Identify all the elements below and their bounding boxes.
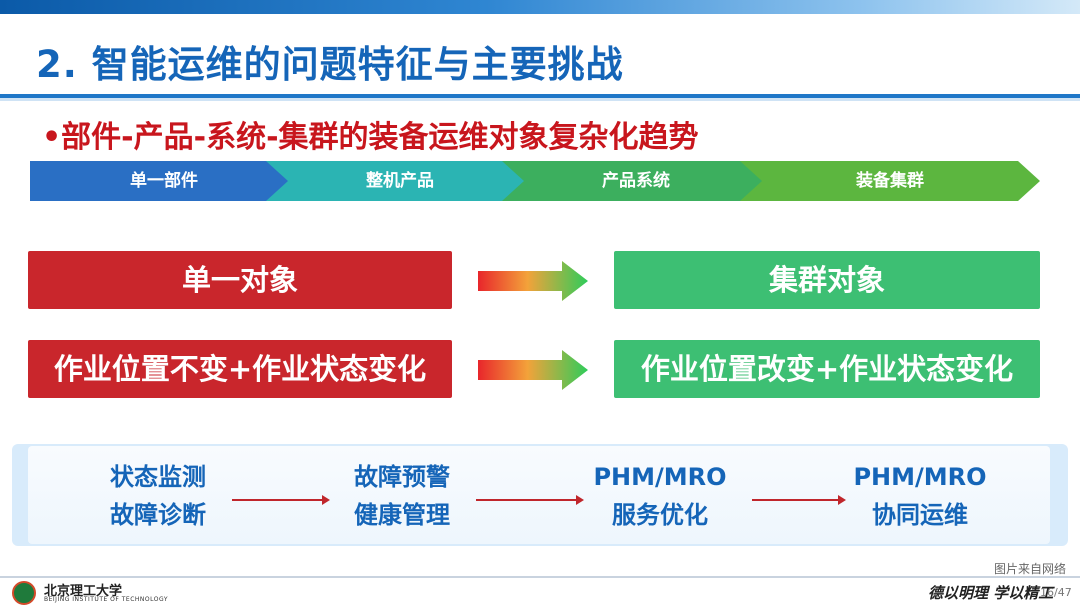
stage-3-line2: 服务优化: [612, 501, 708, 529]
slide-subtitle: •部件-产品-系统-集群的装备运维对象复杂化趋势: [42, 120, 699, 155]
changing-location-box: 作业位置改变+作业状态变化: [614, 340, 1040, 398]
process-step-3-label: 产品系统: [602, 171, 670, 191]
stage-4: PHM/MRO 协同运维: [840, 458, 1000, 534]
stage-4-line2: 协同运维: [872, 501, 968, 529]
stage-arrow-icon: [476, 495, 584, 505]
process-step-3: 产品系统: [502, 161, 770, 201]
title-divider: [0, 94, 1080, 98]
cluster-object-box: 集群对象: [614, 251, 1040, 309]
slide-title: 2. 智能运维的问题特征与主要挑战: [36, 43, 624, 86]
stage-2: 故障预警 健康管理: [332, 458, 472, 534]
single-object-box: 单一对象: [28, 251, 452, 309]
gradient-arrow-icon: [478, 261, 588, 301]
process-step-2: 整机产品: [266, 161, 534, 201]
image-source-note: 图片来自网络: [994, 562, 1067, 576]
top-accent-bar: [0, 0, 1080, 14]
stage-1-line1: 状态监测: [110, 463, 206, 491]
gradient-arrow-icon: [478, 350, 588, 390]
university-motto: 德以明理 学以精工: [928, 584, 1054, 602]
process-step-1: 单一部件: [30, 161, 298, 201]
process-step-1-label: 单一部件: [130, 171, 198, 191]
university-name: 北京理工大学: [44, 584, 123, 599]
stage-2-line1: 故障预警: [354, 463, 450, 491]
footer-divider: [0, 576, 1080, 578]
stage-3-line1: PHM/MRO: [593, 463, 727, 491]
process-step-4: 装备集群: [740, 161, 1040, 201]
process-step-2-label: 整机产品: [366, 171, 434, 191]
page-number: 16/47: [1040, 586, 1072, 599]
stage-2-line2: 健康管理: [354, 501, 450, 529]
university-emblem-icon: [12, 581, 36, 605]
university-english-name: BEIJING INSTITUTE OF TECHNOLOGY: [44, 596, 168, 603]
stage-arrow-icon: [752, 495, 846, 505]
stage-1-line2: 故障诊断: [110, 501, 206, 529]
stage-4-line1: PHM/MRO: [853, 463, 987, 491]
stage-1: 状态监测 故障诊断: [88, 458, 228, 534]
process-step-4-label: 装备集群: [856, 171, 924, 191]
stage-panel-inner: [28, 446, 1050, 544]
stage-arrow-icon: [232, 495, 330, 505]
stage-3: PHM/MRO 服务优化: [580, 458, 740, 534]
fixed-location-box: 作业位置不变+作业状态变化: [28, 340, 452, 398]
title-divider-shadow: [0, 98, 1080, 101]
